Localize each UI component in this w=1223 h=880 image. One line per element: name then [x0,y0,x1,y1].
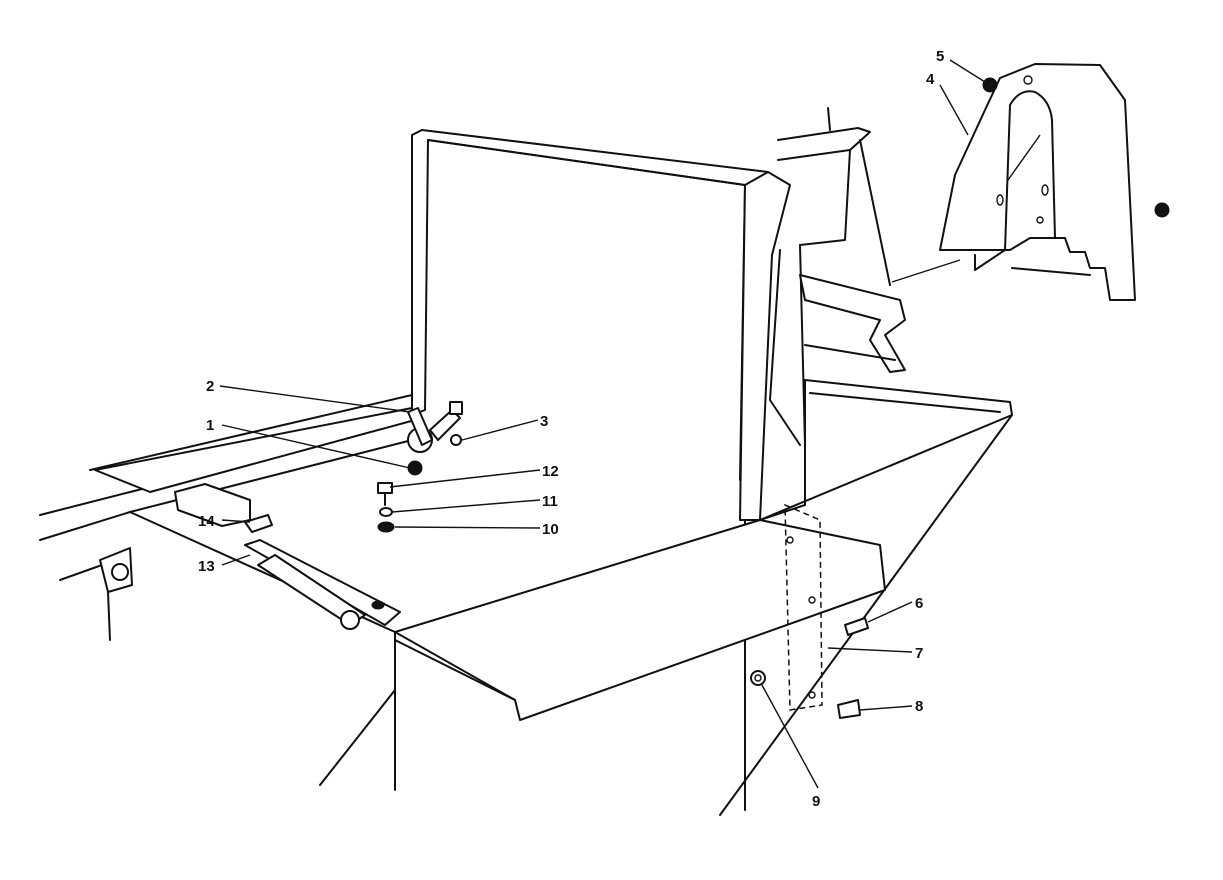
callout-labels: 1 2 3 4 5 6 7 8 9 10 11 12 13 14 [198,48,944,810]
hinge-assembly [244,514,401,630]
left-frame [39,394,416,791]
callout-7: 7 [915,645,923,662]
callout-5: 5 [936,48,944,65]
callout-4: 4 [926,71,935,88]
callout-12: 12 [542,463,559,480]
callout-3: 3 [540,413,548,430]
right-box [394,379,1013,816]
callout-14: 14 [198,513,215,530]
callout-2: 2 [206,378,214,395]
callout-8: 8 [915,698,923,715]
switch-assembly [407,401,463,476]
callout-1: 1 [206,417,214,434]
callout-10: 10 [542,521,559,538]
leader-lines [219,59,986,789]
callout-9: 9 [812,793,820,810]
callout-11: 11 [542,493,558,510]
fastener-stack [371,482,395,610]
belt-guard [939,63,1170,301]
callout-13: 13 [198,558,215,575]
callout-6: 6 [915,595,923,612]
back-panel [411,129,776,481]
side-fasteners [750,617,869,719]
